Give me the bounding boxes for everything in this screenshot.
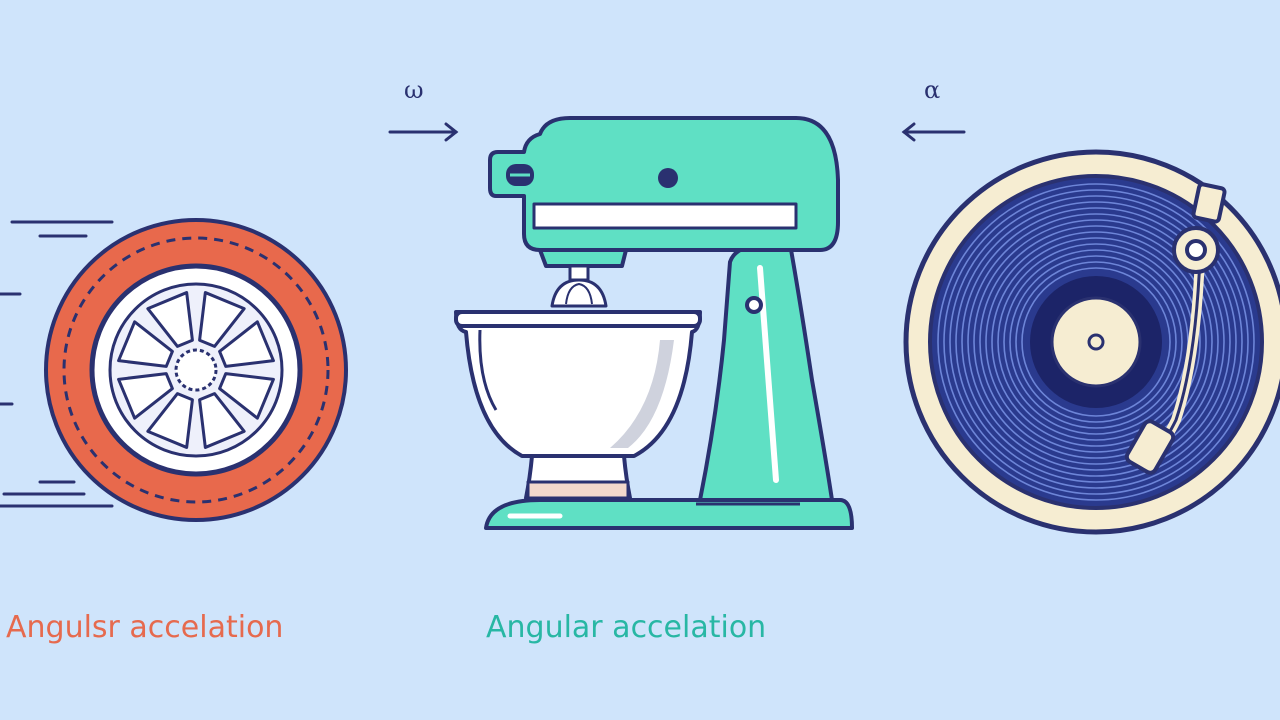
motion-lines <box>0 220 114 508</box>
record-groove <box>985 231 1207 453</box>
arrow-right-icon <box>388 122 459 142</box>
wheel-spoke-wedge <box>218 372 275 420</box>
record-groove <box>961 207 1231 477</box>
vinyl-record-icon <box>903 149 1280 535</box>
stand-mixer-icon <box>454 116 854 530</box>
caption-left: Angulsr accelation <box>6 610 284 645</box>
wheel-spokes <box>117 291 275 449</box>
wheel-spoke-wedge <box>117 372 174 420</box>
omega-symbol: ω <box>404 76 424 104</box>
record-groove <box>1009 255 1183 429</box>
arrow-left-icon <box>901 122 966 142</box>
record-groove <box>949 195 1243 489</box>
wheel-spoke-wedge <box>146 392 194 449</box>
caption-center: Angular accelation <box>486 610 767 645</box>
wheel-spoke-wedge <box>198 291 246 348</box>
record-groove <box>937 183 1255 501</box>
wheel-spoke-wedge <box>198 392 246 449</box>
record-groove <box>991 237 1201 447</box>
record-grooves <box>937 183 1255 501</box>
tonearm-icon <box>1124 182 1227 475</box>
record-groove <box>943 189 1249 495</box>
alpha-symbol: α <box>924 76 941 104</box>
wheel-spoke-wedge <box>218 320 275 368</box>
wheel-spoke-wedge <box>146 291 194 348</box>
record-groove <box>967 213 1225 471</box>
wheel-icon <box>44 218 348 522</box>
record-groove <box>1021 267 1171 417</box>
record-groove <box>979 225 1213 459</box>
record-groove <box>955 201 1237 483</box>
record-groove <box>1015 261 1177 423</box>
record-groove <box>973 219 1219 465</box>
wheel-spoke-wedge <box>117 320 174 368</box>
